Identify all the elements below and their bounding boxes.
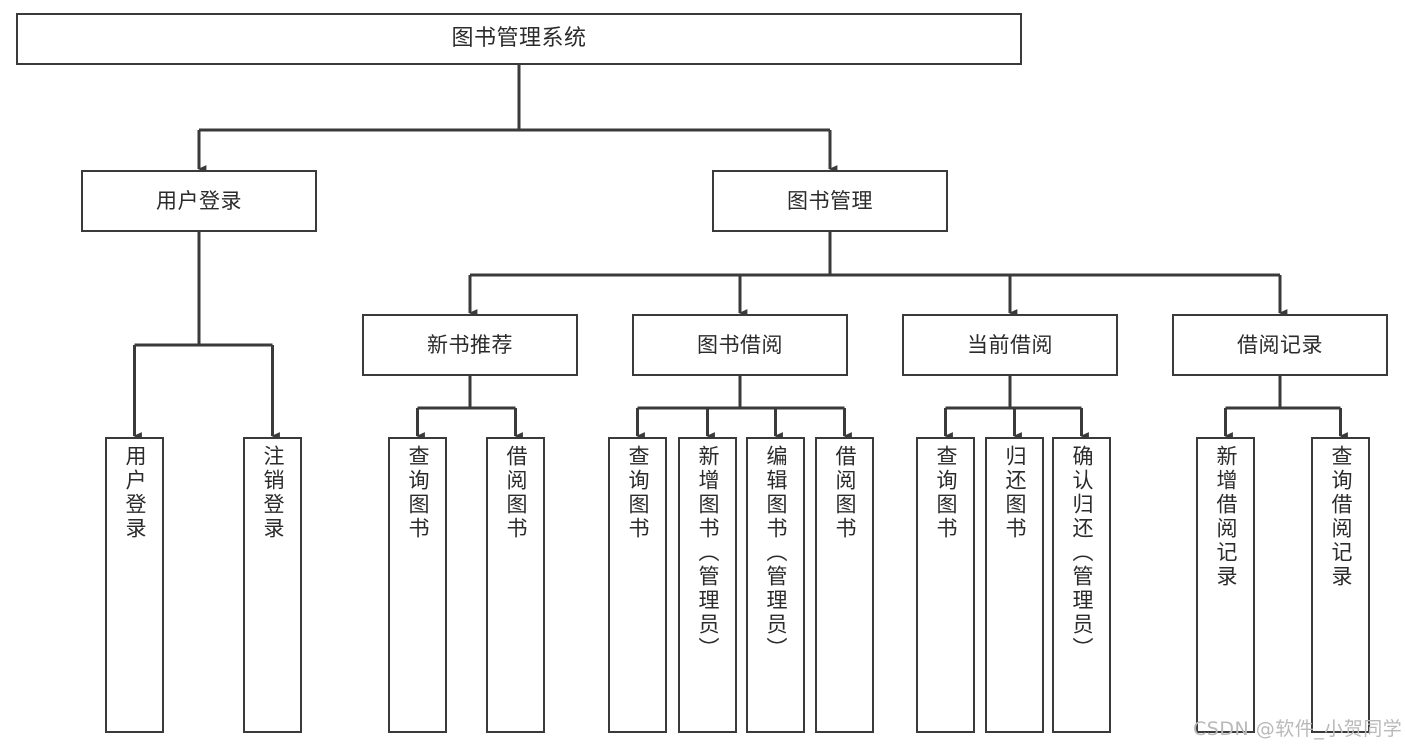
node-label: 编辑图书（管理员） (764, 445, 788, 661)
leaf-add-borrow-record[interactable]: 新增借阅记录 (1196, 437, 1255, 733)
leaf-query-book-recommend[interactable]: 查询图书 (388, 437, 447, 733)
node-label: 新增借阅记录 (1214, 445, 1238, 589)
node-label: 借阅图书 (504, 445, 528, 541)
leaf-borrow-book-recommend[interactable]: 借阅图书 (486, 437, 545, 733)
leaf-edit-book-admin[interactable]: 编辑图书（管理员） (746, 437, 805, 733)
node-root-system[interactable]: 图书管理系统 (16, 13, 1022, 65)
leaf-return-book[interactable]: 归还图书 (985, 437, 1044, 733)
node-label: 借阅图书 (833, 445, 857, 541)
node-label: 归还图书 (1003, 445, 1027, 541)
node-borrow-record[interactable]: 借阅记录 (1172, 314, 1388, 376)
node-label: 图书借阅 (697, 332, 783, 357)
node-book-manage[interactable]: 图书管理 (712, 170, 948, 232)
leaf-query-book-borrow[interactable]: 查询图书 (608, 437, 667, 733)
node-label: 借阅记录 (1237, 332, 1323, 357)
leaf-borrow-book[interactable]: 借阅图书 (815, 437, 874, 733)
node-label: 用户登录 (123, 445, 147, 541)
node-label: 确认归还（管理员） (1070, 445, 1094, 661)
leaf-confirm-return-admin[interactable]: 确认归还（管理员） (1052, 437, 1111, 733)
csdn-watermark: CSDN @软件_小贺同学 (1193, 718, 1403, 740)
node-label: 图书管理 (787, 188, 873, 213)
leaf-query-book-current[interactable]: 查询图书 (916, 437, 975, 733)
leaf-logout-login[interactable]: 注销登录 (243, 437, 302, 733)
node-label: 查询借阅记录 (1329, 445, 1353, 589)
node-new-book-recommend[interactable]: 新书推荐 (362, 314, 578, 376)
leaf-add-book-admin[interactable]: 新增图书（管理员） (678, 437, 737, 733)
node-label: 新书推荐 (427, 332, 513, 357)
leaf-query-borrow-record[interactable]: 查询借阅记录 (1311, 437, 1370, 733)
node-label: 当前借阅 (967, 332, 1053, 357)
node-label: 用户登录 (156, 188, 242, 213)
node-label: 图书管理系统 (451, 26, 587, 52)
node-label: 注销登录 (261, 445, 285, 541)
node-label: 查询图书 (406, 445, 430, 541)
node-label: 新增图书（管理员） (696, 445, 720, 661)
leaf-user-login[interactable]: 用户登录 (105, 437, 164, 733)
node-current-borrow[interactable]: 当前借阅 (902, 314, 1118, 376)
node-label: 查询图书 (626, 445, 650, 541)
node-user-login[interactable]: 用户登录 (81, 170, 317, 232)
node-label: 查询图书 (934, 445, 958, 541)
node-book-borrow[interactable]: 图书借阅 (632, 314, 848, 376)
